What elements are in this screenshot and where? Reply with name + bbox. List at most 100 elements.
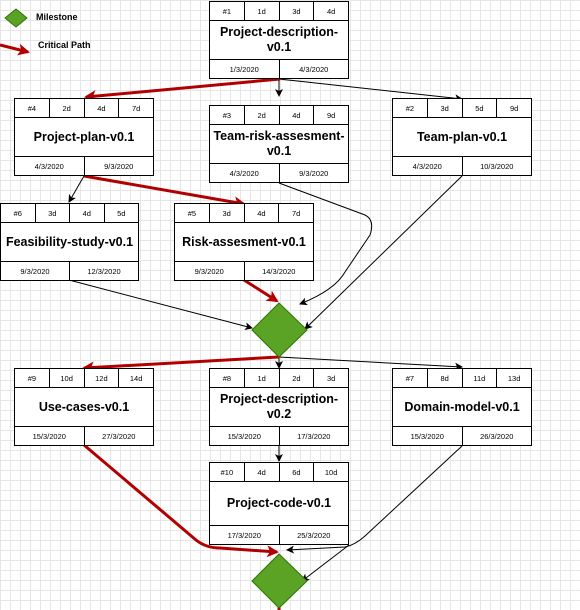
task-name: Use-cases-v0.1 xyxy=(38,399,130,414)
task-node-8[interactable]: #8 1d 2d 3d Project-description-v0.2 15/… xyxy=(209,368,349,446)
critical-edge-t1-t4 xyxy=(84,77,281,103)
task-dates: 15/3/2020 26/3/2020 xyxy=(393,426,531,445)
task-end-date: 9/3/2020 xyxy=(104,161,134,171)
task-name: Team-risk-assesment-v0.1 xyxy=(213,129,345,158)
task-early-finish: 5d xyxy=(117,208,126,218)
task-node-10[interactable]: #10 4d 6d 10d Project-code-v0.1 17/3/202… xyxy=(209,462,349,545)
task-early-finish: 4d xyxy=(326,6,336,16)
task-header: #7 8d 11d 13d xyxy=(393,369,531,388)
task-early-start: 11d xyxy=(463,369,498,387)
legend-critical-path-label: Critical Path xyxy=(38,40,91,50)
task-end-date: 25/3/2020 xyxy=(297,530,331,540)
task-end-date: 4/3/2020 xyxy=(299,64,329,74)
task-dates: 15/3/2020 17/3/2020 xyxy=(210,426,348,445)
task-node-7[interactable]: #7 8d 11d 13d Domain-model-v0.1 15/3/202… xyxy=(392,368,532,446)
task-id: #7 xyxy=(393,369,428,387)
edge-t6-m1 xyxy=(68,279,253,331)
task-name: Domain-model-v0.1 xyxy=(404,399,520,414)
milestone-2-diamond xyxy=(251,553,308,609)
task-header: #2 3d 5d 9d xyxy=(393,99,531,118)
task-duration: 3d xyxy=(210,204,245,222)
task-id: #10 xyxy=(210,463,245,481)
task-node-9[interactable]: #9 10d 12d 14d Use-cases-v0.1 15/3/2020 … xyxy=(14,368,154,446)
edge-t2-m1 xyxy=(304,175,463,330)
task-header: #8 1d 2d 3d xyxy=(210,369,348,388)
legend-critical-path-line xyxy=(0,43,30,56)
task-end-date: 27/3/2020 xyxy=(102,431,136,441)
task-dates: 4/3/2020 9/3/2020 xyxy=(210,163,348,182)
task-early-start: 4d xyxy=(85,99,120,117)
task-early-finish: 13d xyxy=(507,373,521,383)
task-dates: 4/3/2020 9/3/2020 xyxy=(15,156,153,175)
task-start-date: 9/3/2020 xyxy=(175,262,245,280)
task-node-6[interactable]: #6 3d 4d 5d Feasibility-study-v0.1 9/3/2… xyxy=(0,203,139,281)
task-name: Risk-assesment-v0.1 xyxy=(182,234,306,249)
task-early-finish: 3d xyxy=(326,373,336,383)
task-end-date: 26/3/2020 xyxy=(480,431,514,441)
task-start-date: 17/3/2020 xyxy=(210,526,280,544)
task-header: #6 3d 4d 5d xyxy=(1,204,138,223)
edge-t1-t2 xyxy=(278,78,463,103)
task-id: #3 xyxy=(210,106,245,124)
task-duration: 1d xyxy=(245,369,280,387)
task-early-start: 4d xyxy=(245,204,280,222)
task-early-start: 4d xyxy=(70,204,105,222)
task-duration: 2d xyxy=(245,106,280,124)
task-header: #10 4d 6d 10d xyxy=(210,463,348,482)
task-header: #9 10d 12d 14d xyxy=(15,369,153,388)
legend-milestone-label: Milestone xyxy=(36,12,78,22)
task-node-5[interactable]: #5 3d 4d 7d Risk-assesment-v0.1 9/3/2020… xyxy=(174,203,314,281)
task-early-finish: 9d xyxy=(509,103,519,113)
edge-t7-m2 xyxy=(286,445,463,554)
task-start-date: 1/3/2020 xyxy=(210,60,280,78)
task-early-start: 12d xyxy=(85,369,120,387)
task-dates: 4/3/2020 10/3/2020 xyxy=(393,156,531,175)
task-id: #1 xyxy=(210,2,245,20)
edge-t4-t6 xyxy=(68,175,85,203)
task-name: Project-description-v0.1 xyxy=(219,25,339,54)
task-dates: 9/3/2020 12/3/2020 xyxy=(1,261,138,280)
task-early-finish: 10d xyxy=(324,467,338,477)
task-start-date: 15/3/2020 xyxy=(393,427,463,445)
task-dates: 9/3/2020 14/3/2020 xyxy=(175,261,313,280)
critical-edge-t9-m2 xyxy=(83,443,279,558)
task-early-finish: 7d xyxy=(291,208,301,218)
task-id: #5 xyxy=(175,204,210,222)
task-duration: 4d xyxy=(245,463,280,481)
task-start-date: 15/3/2020 xyxy=(210,427,280,445)
task-end-date: 10/3/2020 xyxy=(480,161,514,171)
task-dates: 15/3/2020 27/3/2020 xyxy=(15,426,153,445)
legend-milestone: Milestone xyxy=(28,12,78,22)
task-start-date: 4/3/2020 xyxy=(393,157,463,175)
critical-edge-m1-t9 xyxy=(82,355,280,374)
task-early-start: 5d xyxy=(463,99,498,117)
task-start-date: 4/3/2020 xyxy=(15,157,85,175)
task-node-4[interactable]: #4 2d 4d 7d Project-plan-v0.1 4/3/2020 9… xyxy=(14,98,154,176)
legend-milestone-diamond xyxy=(4,8,28,28)
task-node-2[interactable]: #2 3d 5d 9d Team-plan-v0.1 4/3/2020 10/3… xyxy=(392,98,532,176)
task-name: Project-description-v0.2 xyxy=(219,392,339,421)
task-end-date: 14/3/2020 xyxy=(262,266,296,276)
task-header: #1 1d 3d 4d xyxy=(210,2,348,21)
task-duration: 3d xyxy=(36,204,70,222)
task-header: #4 2d 4d 7d xyxy=(15,99,153,118)
task-duration: 8d xyxy=(428,369,463,387)
task-early-start: 6d xyxy=(280,463,315,481)
task-duration: 3d xyxy=(428,99,463,117)
task-early-start: 2d xyxy=(280,369,315,387)
task-duration: 2d xyxy=(50,99,85,117)
task-id: #2 xyxy=(393,99,428,117)
task-header: #3 2d 4d 9d xyxy=(210,106,348,125)
task-name: Project-code-v0.1 xyxy=(226,496,332,510)
task-duration: 1d xyxy=(245,2,280,20)
task-early-finish: 7d xyxy=(131,103,141,113)
task-node-3[interactable]: #3 2d 4d 9d Team-risk-assesment-v0.1 4/3… xyxy=(209,105,349,183)
task-duration: 10d xyxy=(50,369,85,387)
task-id: #4 xyxy=(15,99,50,117)
edge-t10-m2 xyxy=(301,544,350,582)
task-name: Feasibility-study-v0.1 xyxy=(5,234,134,249)
task-early-start: 3d xyxy=(280,2,315,20)
task-node-1[interactable]: #1 1d 3d 4d Project-description-v0.1 1/3… xyxy=(209,1,349,79)
task-end-date: 17/3/2020 xyxy=(297,431,331,441)
